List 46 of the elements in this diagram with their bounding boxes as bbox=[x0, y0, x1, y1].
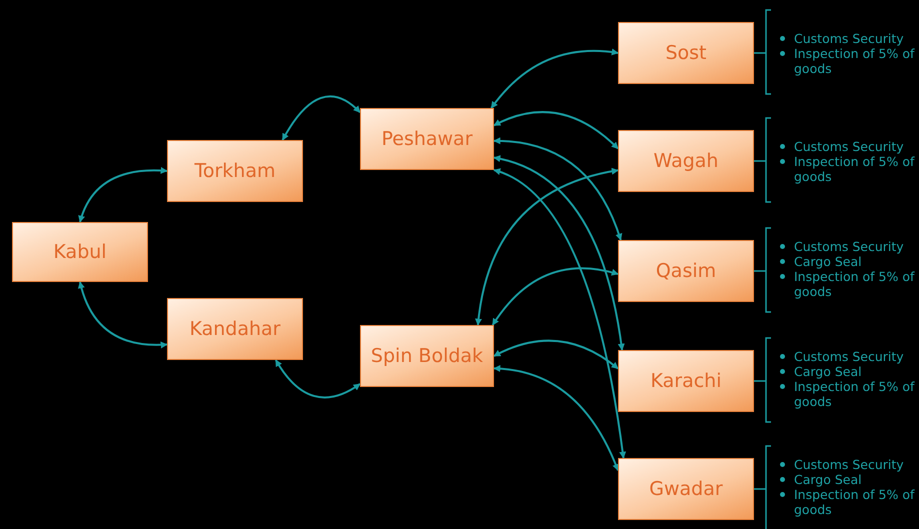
place-name: Sost bbox=[665, 42, 707, 64]
place-name: Qasim bbox=[656, 260, 716, 282]
bullet-item: Cargo Seal bbox=[778, 364, 916, 379]
bullet-item: Customs Security bbox=[778, 457, 916, 472]
place-name: Gwadar bbox=[649, 478, 723, 500]
bullet-item: Customs Security bbox=[778, 31, 916, 46]
arrow bbox=[493, 138, 622, 241]
bullet-item: Customs Security bbox=[778, 139, 916, 154]
arrow bbox=[274, 359, 361, 398]
bullet-item: Inspection of 5% of goods bbox=[778, 269, 916, 299]
bullet-item: Customs Security bbox=[778, 349, 916, 364]
place-name: Spin Boldak bbox=[370, 345, 484, 367]
arrow bbox=[493, 365, 619, 472]
arrow bbox=[493, 168, 626, 459]
bullet-item: Cargo Seal bbox=[778, 472, 916, 487]
arrow bbox=[492, 267, 619, 326]
arrow bbox=[493, 340, 619, 370]
place-box bbox=[618, 22, 754, 84]
place-name: Wagah bbox=[654, 150, 718, 172]
arrow bbox=[493, 156, 625, 351]
arrow bbox=[490, 48, 619, 109]
place-name: Torkham bbox=[194, 160, 276, 182]
arrow bbox=[493, 111, 619, 150]
place-box bbox=[618, 240, 754, 302]
arrow bbox=[475, 168, 619, 326]
bullet-item: Inspection of 5% of goods bbox=[778, 46, 916, 76]
arrow bbox=[78, 281, 168, 348]
place-box bbox=[360, 325, 494, 387]
bullet-item: Inspection of 5% of goods bbox=[778, 154, 916, 184]
place-box bbox=[167, 140, 303, 202]
place-box bbox=[360, 108, 494, 170]
place-name: Peshawar bbox=[381, 128, 473, 150]
bullet-item: Customs Security bbox=[778, 239, 916, 254]
place-box bbox=[618, 130, 754, 192]
bullet-item: Cargo Seal bbox=[778, 254, 916, 269]
arrow bbox=[282, 96, 361, 141]
place-name: Karachi bbox=[650, 370, 722, 392]
place-box bbox=[618, 458, 754, 520]
place-name: Kandahar bbox=[189, 318, 280, 340]
bullet-item: Inspection of 5% of goods bbox=[778, 379, 916, 409]
place-box bbox=[618, 350, 754, 412]
arrow bbox=[78, 167, 168, 223]
place-name: Kabul bbox=[53, 241, 107, 263]
place-box bbox=[12, 222, 148, 282]
place-box bbox=[167, 298, 303, 360]
bullet-item: Inspection of 5% of goods bbox=[778, 487, 916, 517]
